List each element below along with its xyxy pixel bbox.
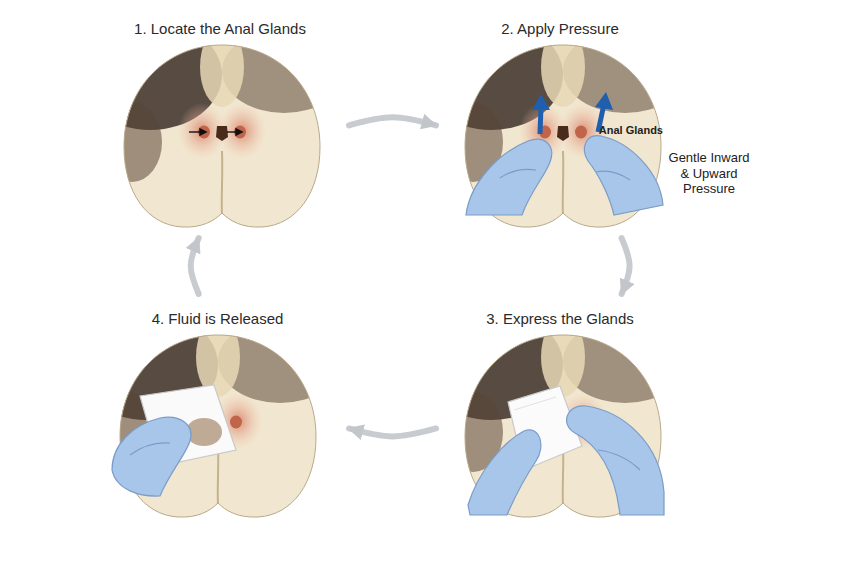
- step-heading: 3. Express the Glands: [450, 302, 670, 327]
- flow-arrow: [622, 238, 630, 294]
- step-heading: 1. Locate the Anal Glands: [105, 12, 335, 37]
- dog-rear: [419, 20, 687, 232]
- instruction-note: Gentle Inward & Upward Pressure: [665, 150, 753, 197]
- step-panel: 3. Express the Glands: [450, 302, 670, 520]
- flow-arrow: [349, 428, 436, 436]
- dog-rear: [419, 310, 687, 522]
- pointer-arrows: [189, 129, 242, 135]
- step-panel: 2. Apply Pressure: [450, 12, 670, 230]
- flow-arrow: [349, 117, 436, 125]
- used-gauze-and-hand: [112, 385, 236, 496]
- step-panel: 1. Locate the Anal Glands: [105, 12, 335, 230]
- dog-rear: [78, 20, 346, 232]
- part-label: Anal Glands: [599, 124, 663, 137]
- dog-rear: [74, 310, 342, 522]
- gloved-hands: [466, 136, 663, 215]
- step-heading: 4. Fluid is Released: [100, 302, 335, 327]
- gauze-and-hands: [468, 386, 664, 515]
- step-heading: 2. Apply Pressure: [450, 12, 670, 37]
- step-panel: 4. Fluid is Released: [100, 302, 335, 520]
- flow-arrow: [191, 238, 199, 294]
